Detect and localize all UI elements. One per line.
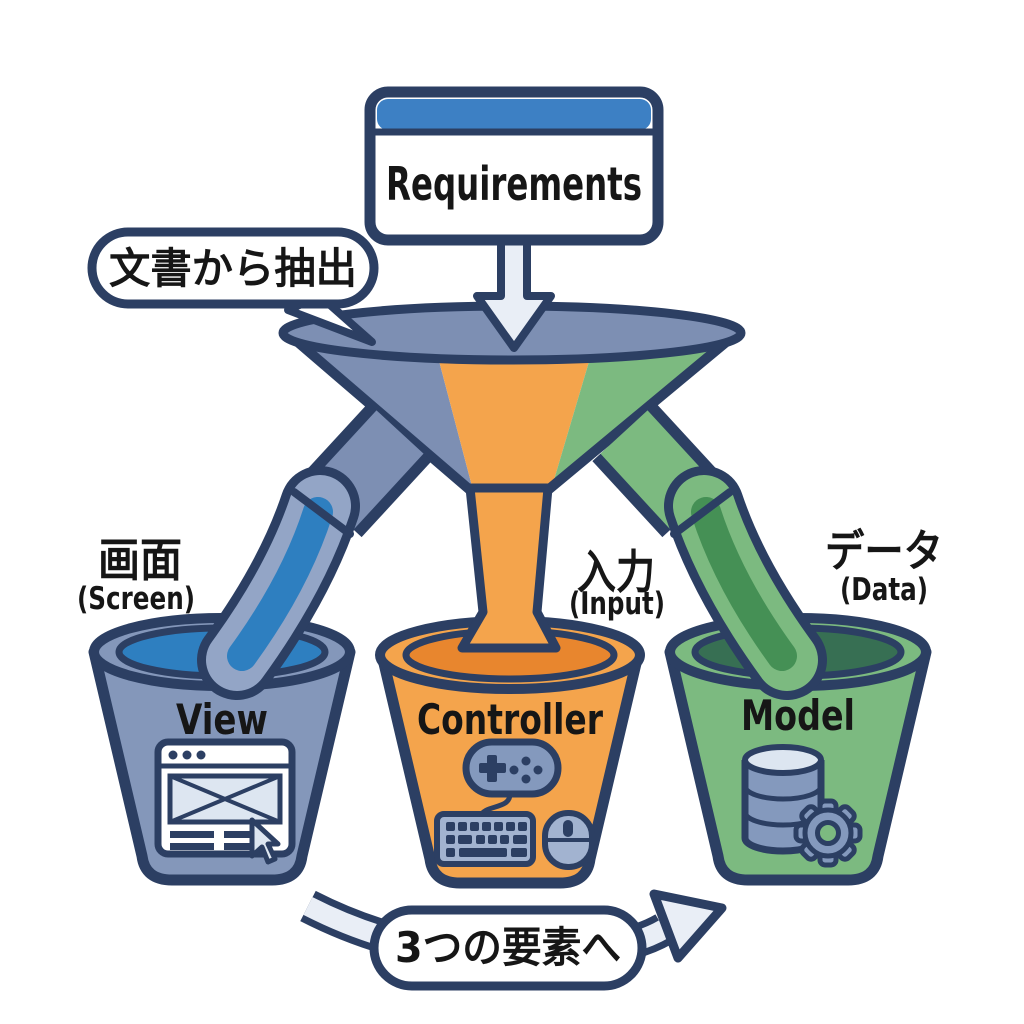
stream-labels: 画面 (Screen) 入力 (Input) データ (Data) (77, 526, 943, 622)
mouse-icon (542, 810, 595, 870)
screen-label-en: (Screen) (77, 581, 195, 617)
gear-icon (793, 798, 863, 868)
bottom-arrow-pill (369, 905, 647, 991)
gamepad-icon (462, 738, 562, 819)
input-label-jp: 入力 (577, 545, 655, 599)
requirements-window: Requirements (364, 86, 664, 246)
data-label-jp: データ (825, 526, 943, 577)
stream-controller (457, 483, 561, 653)
speech-bubble-body (87, 227, 379, 309)
speech-bubble: 文書から抽出 (87, 227, 379, 346)
cursor-icon (249, 817, 281, 865)
input-label-en: (Input) (569, 586, 665, 622)
speech-bubble-label: 文書から抽出 (109, 244, 357, 293)
controller-bucket-label: Controller (417, 695, 603, 744)
data-label-en: (Data) (840, 572, 928, 608)
bottom-arrow: 3つの要素へ (300, 889, 727, 991)
requirements-flow: Requirements (364, 86, 664, 352)
bottom-arrow-label: 3つの要素へ (395, 923, 621, 972)
funnel (197, 301, 827, 700)
browser-window-icon (154, 738, 296, 865)
stream-view (197, 466, 360, 700)
funnel-wedge-controller (433, 338, 596, 490)
down-arrow-icon (473, 234, 555, 352)
screen-label-jp: 画面 (98, 533, 182, 587)
requirements-title-bar (377, 99, 651, 130)
model-bucket-label: Model (741, 691, 855, 740)
stream-model (664, 466, 827, 700)
view-bucket-label: View (176, 695, 268, 744)
requirements-label: Requirements (386, 157, 642, 211)
bottom-arrowhead-icon (649, 889, 727, 963)
bucket-controller: Controller (375, 616, 645, 889)
keyboard-icon (434, 811, 536, 867)
